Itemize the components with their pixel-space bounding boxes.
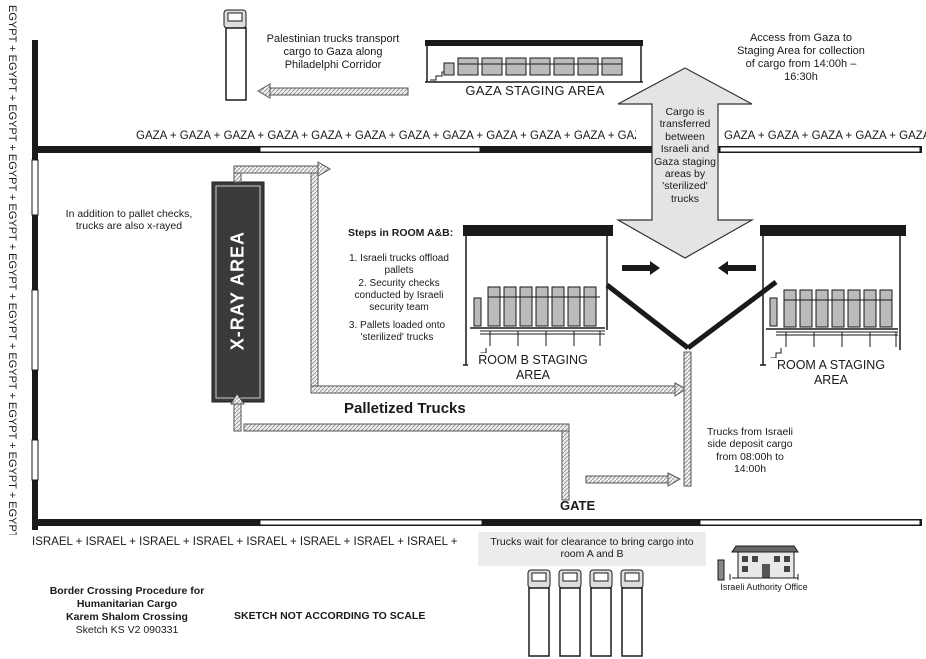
cargo-transfer-label: Cargo is transferred between Israeli and… (654, 106, 716, 205)
steps-title: Steps in ROOM A&B: (348, 227, 454, 239)
palestinian-truck-icon (223, 9, 247, 101)
transfer-v-lines (605, 280, 778, 350)
title-line-1: Border Crossing Procedure for (49, 585, 205, 597)
israeli-deposit-label: Trucks from Israeli side deposit cargo f… (707, 426, 793, 476)
step-3: 3. Pallets loaded onto 'sterilized' truc… (348, 320, 446, 343)
gaza-border-text-left: GAZA + GAZA + GAZA + GAZA + GAZA + GAZA … (136, 130, 636, 142)
palletized-trucks-label: Palletized Trucks (344, 400, 466, 417)
gate-label: GATE (560, 498, 596, 513)
trucks-wait-box (478, 532, 706, 566)
step-2: 2. Security checks conducted by Israeli … (354, 278, 444, 313)
title-line-3: Karem Shalom Crossing (66, 611, 188, 623)
xray-area-label: X-RAY AREA (227, 230, 248, 351)
room-a-label: ROOM A STAGING AREA (766, 358, 896, 388)
cargo-transfer-arrow (615, 67, 755, 259)
gaza-staging-label: GAZA STAGING AREA (465, 83, 605, 98)
room-a-building (760, 225, 906, 366)
gaza-border-line (38, 146, 922, 153)
small-direction-arrows (622, 261, 756, 275)
room-b-building (463, 225, 613, 366)
palletized-truck-path (230, 161, 692, 501)
title-line-4: Sketch KS V2 090331 (75, 624, 179, 636)
gaza-staging-building (425, 40, 643, 83)
authority-office-icon (717, 545, 799, 581)
scale-note: SKETCH NOT ACCORDING TO SCALE (234, 610, 426, 622)
trucks-wait-label: Trucks wait for clearance to bring cargo… (490, 536, 694, 561)
room-b-label: ROOM B STAGING AREA (468, 353, 598, 383)
access-from-gaza-label: Access from Gaza to Staging Area for col… (737, 32, 865, 83)
step-1: 1. Israeli trucks offload pallets (349, 253, 449, 276)
israel-border-text: ISRAEL + ISRAEL + ISRAEL + ISRAEL + ISRA… (32, 536, 458, 548)
title-line-2: Humanitarian Cargo (76, 598, 178, 610)
gaza-border-text-right: GAZA + GAZA + GAZA + GAZA + GAZA + (724, 130, 926, 142)
waiting-trucks (527, 569, 644, 657)
israel-border-line (38, 519, 922, 526)
authority-office-label: Israeli Authority Office (720, 582, 808, 592)
egypt-border-text: EGYPT + EGYPT + EGYPT + EGYPT + EGYPT + … (6, 5, 18, 535)
philadelphi-arrow (257, 83, 409, 99)
pallet-checks-label: In addition to pallet checks, trucks are… (65, 208, 193, 233)
egypt-border-line (31, 40, 39, 530)
palestinian-trucks-label: Palestinian trucks transport cargo to Ga… (266, 33, 400, 71)
